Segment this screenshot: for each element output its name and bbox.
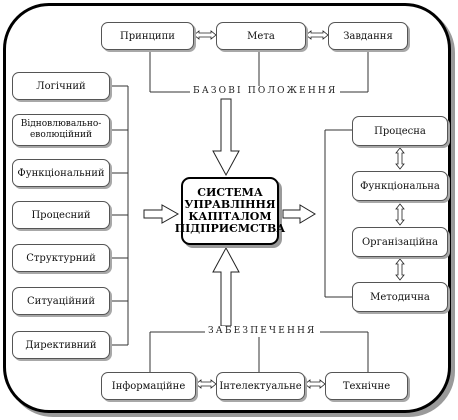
double-arrow-3: [195, 379, 217, 389]
support-label: ЗАБЕЗПЕЧЕННЯ: [205, 326, 320, 337]
approach-evolutionary: Відновлювально-еволюційний: [12, 114, 110, 146]
center-line-2: УПРАВЛІННЯ: [184, 198, 276, 211]
model-functional: Функціональна: [352, 171, 448, 201]
support-intellectual: Інтелектуальне: [216, 372, 305, 400]
double-arrow-4: [304, 379, 326, 389]
double-arrow-v1: [395, 147, 405, 170]
arrow-down: [212, 98, 240, 177]
approach-process: Процесний: [12, 201, 110, 229]
approach-functional: Функціональний: [12, 159, 110, 187]
model-process: Процесна: [352, 116, 448, 146]
tasks-box: Завдання: [328, 22, 408, 50]
arrow-up: [212, 246, 240, 327]
double-arrow-1: [193, 30, 217, 40]
center-line-4: ПІДПРИЄМСТВА: [174, 222, 286, 235]
support-technical: Технічне: [325, 372, 408, 400]
approach-directive: Директивний: [12, 331, 110, 359]
support-informational: Інформаційне: [101, 372, 196, 400]
goal-box: Мета: [216, 22, 306, 50]
double-arrow-v3: [395, 258, 405, 281]
approach-situational: Ситуаційний: [12, 287, 110, 315]
approach-structural: Структурний: [12, 244, 110, 272]
arrow-right-out: [282, 204, 316, 224]
approach-logical: Логічний: [12, 72, 110, 100]
double-arrow-v2: [395, 203, 405, 226]
central-system-box: СИСТЕМА УПРАВЛІННЯ КАПІТАЛОМ ПІДПРИЄМСТВ…: [175, 177, 285, 245]
arrow-right-in: [143, 204, 180, 224]
principles-box: Принципи: [101, 22, 194, 50]
model-organizational: Організаційна: [352, 227, 448, 257]
basic-provisions-label: БАЗОВІ ПОЛОЖЕННЯ: [190, 86, 341, 97]
center-line-3: КАПІТАЛОМ: [188, 210, 272, 223]
double-arrow-2: [305, 30, 329, 40]
model-methodical: Методична: [352, 282, 448, 312]
center-line-1: СИСТЕМА: [197, 186, 263, 199]
